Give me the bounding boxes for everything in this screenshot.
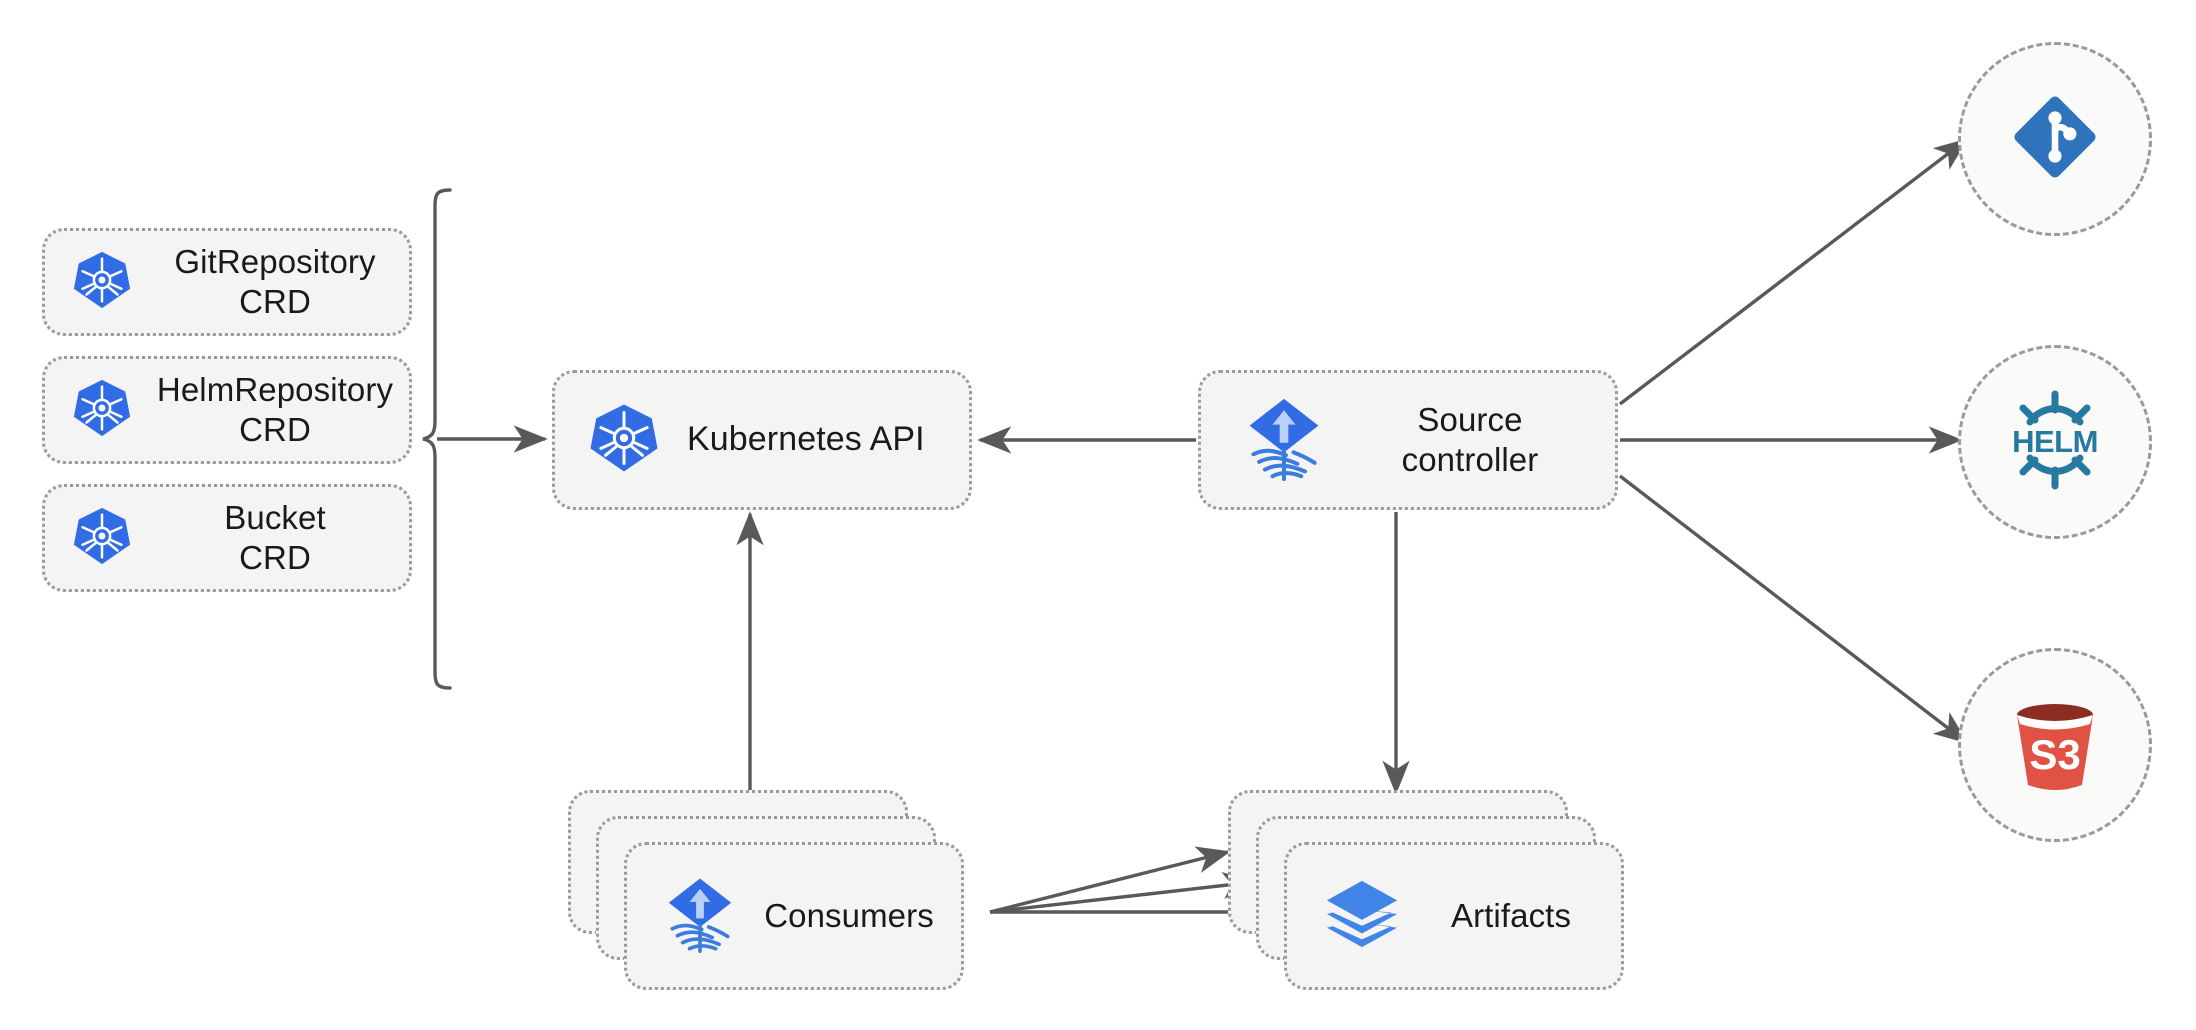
crd-card-content: Bucket CRD [45, 487, 409, 589]
s3-bucket-icon: S3 [1999, 691, 2111, 800]
kubernetes-icon [587, 401, 661, 480]
backend-circle-git[interactable] [1958, 42, 2152, 236]
crd-card-helmrepository[interactable]: HelmRepository CRD [42, 356, 412, 464]
node-kubernetes-api[interactable]: Kubernetes API [552, 370, 972, 510]
consumers-stack-card-front[interactable]: Consumers [624, 842, 964, 990]
backend-circle-helm[interactable]: HELM [1958, 345, 2152, 539]
node-label: Kubernetes API [687, 420, 925, 459]
node-artifacts-stack[interactable]: Artifacts [1228, 790, 1648, 990]
helm-wordmark: HELM [2012, 424, 2098, 459]
node-content: Kubernetes API [555, 373, 969, 507]
crd-card-content: GitRepository CRD [45, 231, 409, 333]
node-content: Source controller [1201, 373, 1615, 507]
node-label: Consumers [764, 896, 934, 934]
crd-card-label: GitRepository CRD [174, 242, 376, 320]
edge-consumers-to-artifacts-back [989, 846, 1231, 914]
s3-wordmark: S3 [2029, 731, 2080, 778]
layers-icon [1323, 875, 1401, 958]
node-consumers-stack[interactable]: Consumers [568, 790, 988, 990]
kubernetes-icon [71, 249, 133, 316]
flux-icon [663, 875, 737, 958]
crd-group-bracket [422, 188, 452, 690]
edge-source-controller-to-git [1618, 138, 1969, 406]
edge-source-controller-to-s3 [1618, 474, 1969, 744]
crd-card-label: Bucket CRD [224, 498, 326, 576]
backend-circle-s3[interactable]: S3 [1958, 648, 2152, 842]
helm-icon: HELM [1995, 384, 2115, 501]
kubernetes-icon [71, 377, 133, 444]
crd-card-gitrepository[interactable]: GitRepository CRD [42, 228, 412, 336]
git-icon [2002, 84, 2108, 195]
edge-consumers-to-artifacts-mid [989, 872, 1257, 914]
node-source-controller[interactable]: Source controller [1198, 370, 1618, 510]
node-label: Artifacts [1450, 896, 1572, 934]
flux-icon [1243, 395, 1325, 486]
artifacts-stack-card-front[interactable]: Artifacts [1284, 842, 1624, 990]
crd-card-label: HelmRepository CRD [156, 370, 394, 448]
crd-card-bucket[interactable]: Bucket CRD [42, 484, 412, 592]
node-label: Source controller [1401, 400, 1539, 478]
kubernetes-icon [71, 505, 133, 572]
crd-card-content: HelmRepository CRD [45, 359, 409, 461]
